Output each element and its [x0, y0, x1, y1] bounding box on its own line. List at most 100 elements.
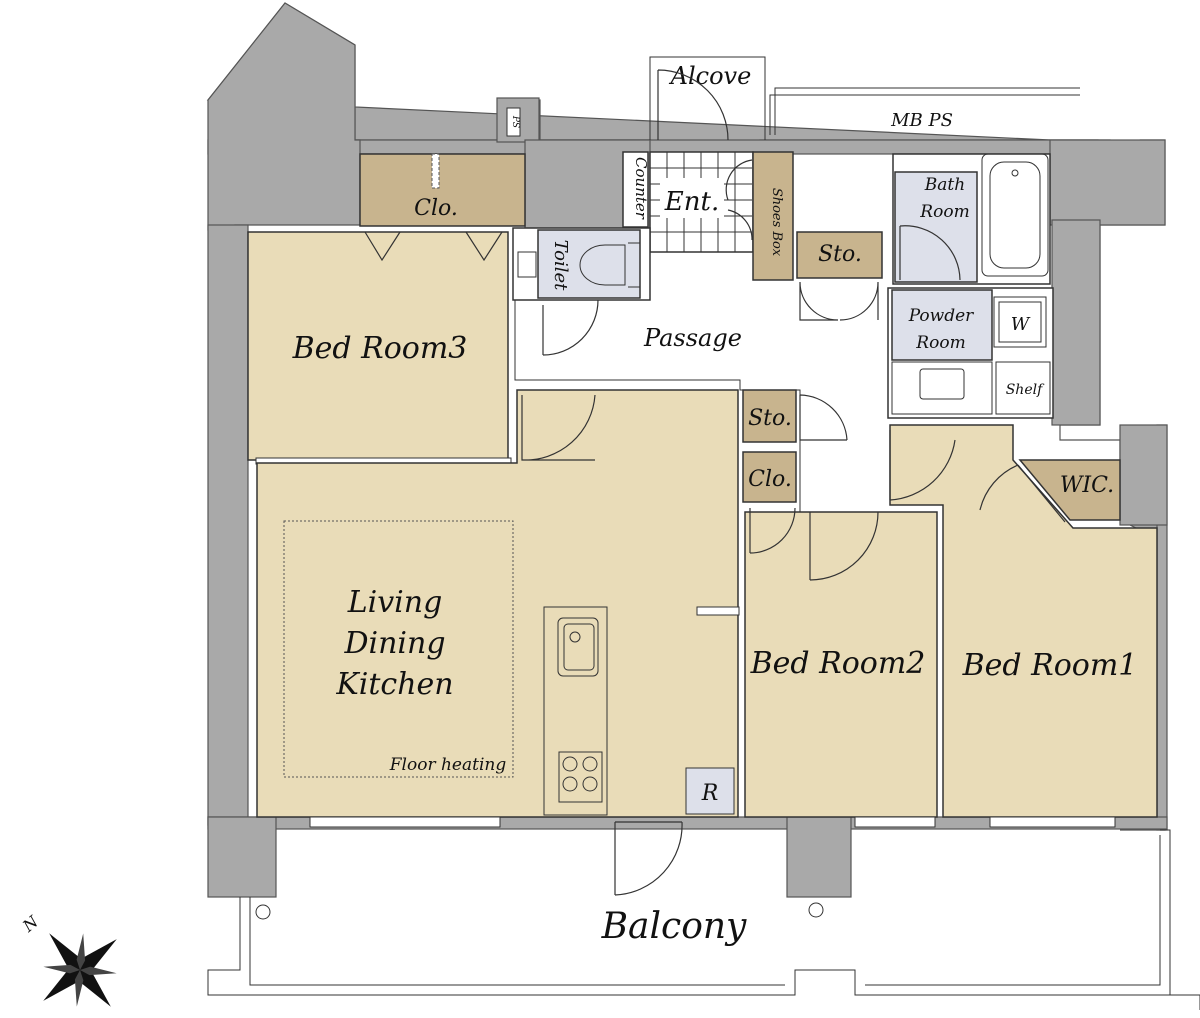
ldk-fill — [256, 389, 739, 818]
washer-label: W — [1011, 314, 1031, 335]
shoes-box-label: Shoes Box — [769, 188, 784, 257]
living-dining-kitchen: Living Dining Kitchen Floor heating R — [256, 389, 740, 896]
burner-4 — [582, 776, 598, 792]
balcony-drain-right — [808, 902, 824, 918]
closet-top: Clo. — [359, 153, 526, 227]
storage-mid-door — [799, 394, 848, 441]
powder-room-label-1: Powder — [908, 306, 974, 326]
compass-rose — [43, 933, 117, 1007]
floor-heating-area — [283, 520, 514, 778]
mbps-outline — [769, 87, 1080, 135]
balcony-outline — [207, 829, 1200, 1010]
bed-room-1-label: Bed Room1 — [962, 648, 1138, 683]
bed-room-2-window — [854, 816, 936, 828]
bed-room-1-window — [989, 816, 1116, 828]
washer-inner — [998, 301, 1042, 343]
bed-room-2-label: Bed Room2 — [750, 646, 926, 681]
powder-room-fill — [891, 289, 993, 361]
balcony-drain-left — [255, 904, 271, 920]
kitchen-faucet — [569, 631, 581, 643]
entrance-label-bg — [660, 178, 724, 218]
toilet-door — [542, 299, 599, 356]
wic-fill — [1018, 459, 1121, 521]
bed-room-1-fill — [889, 424, 1158, 818]
closet-door-left — [364, 231, 401, 262]
kitchen-sink — [557, 617, 599, 677]
washer — [993, 296, 1047, 348]
refrigerator-label: R — [701, 781, 719, 806]
bathtub — [981, 153, 1049, 277]
compass-sw-point — [74, 970, 84, 1007]
closet-door-right — [465, 231, 503, 262]
toilet-bowl — [579, 242, 641, 288]
storage-top: Sto. — [796, 231, 883, 321]
counter-label: Counter — [632, 157, 650, 220]
balcony-column — [786, 816, 852, 898]
bed-room-3-label: Bed Room3 — [292, 331, 468, 366]
bath-room: Bath Room — [892, 153, 1051, 285]
passage-label: Passage — [643, 324, 742, 352]
kitchen-sink-basin — [563, 623, 595, 671]
toilet-sink — [517, 251, 537, 278]
bed-room-1-door — [889, 430, 956, 501]
shoes-box-doors — [725, 159, 753, 241]
compass-north-point — [49, 933, 81, 970]
partition-stub — [696, 606, 740, 616]
southwest-column — [207, 816, 277, 898]
burner-1 — [562, 756, 578, 772]
mbps-label: MB PS — [890, 110, 953, 131]
toilet-room: Toilet — [512, 227, 651, 356]
compass-se-point — [80, 966, 117, 976]
cooktop — [558, 751, 603, 803]
ldk-window — [309, 816, 501, 828]
wic-corner-wall — [1119, 424, 1168, 526]
wic-door — [979, 464, 1066, 523]
alcove-area: Alcove MB PS PS — [506, 56, 1080, 141]
compass-east-point — [80, 939, 117, 971]
entrance-area: Counter Ent. Shoes Box — [622, 151, 794, 281]
ldk-door — [521, 394, 596, 461]
bath-room-fill — [894, 171, 978, 283]
bed-room-2-door — [809, 511, 879, 581]
ldk-label-3: Kitchen — [335, 667, 453, 702]
storage-top-fill — [796, 231, 883, 279]
counter — [622, 151, 649, 228]
vanity — [891, 361, 993, 415]
compass-west-point — [43, 969, 80, 1001]
storage-mid-fill — [742, 389, 797, 443]
compass-south-point — [79, 970, 111, 1007]
structural-walls — [206, 2, 1168, 898]
bath-room-door — [899, 225, 961, 281]
refrigerator-space — [685, 767, 735, 815]
vanity-sink — [919, 368, 965, 400]
closet-mid-fill — [742, 451, 797, 503]
burner-3 — [562, 776, 578, 792]
wic-label: WIC. — [1060, 473, 1114, 498]
closet-top-fill — [359, 153, 526, 227]
closet-pipe — [431, 153, 440, 189]
burner-2 — [582, 756, 598, 772]
northeast-wall — [1049, 139, 1166, 226]
entrance-label: Ent. — [664, 187, 719, 217]
bath-room-label-1: Bath — [924, 175, 965, 195]
bed-room-1: WIC. Bed Room1 — [889, 424, 1158, 828]
bed-room-2-fill — [744, 511, 938, 818]
ps-label: PS — [510, 115, 520, 128]
storage-top-door — [799, 281, 879, 321]
bed-room-2: Bed Room2 — [744, 507, 938, 828]
floor-heating-label: Floor heating — [389, 755, 507, 775]
compass-nw-point — [43, 964, 80, 974]
east-wall-upper — [1051, 219, 1101, 426]
closet-mid-label: Clo. — [748, 467, 792, 492]
shoes-box — [752, 151, 794, 281]
closet-mid-door — [749, 507, 796, 554]
bath-room-label-2: Room — [919, 202, 969, 222]
powder-room: Powder Room W Shelf — [887, 287, 1054, 419]
bathtub-inner — [989, 161, 1041, 269]
west-wall — [207, 224, 249, 826]
shelf-label: Shelf — [1006, 382, 1045, 398]
powder-room-label-2: Room — [915, 333, 965, 353]
kitchen-counter — [543, 606, 608, 816]
balcony-inner-line — [249, 835, 1161, 986]
